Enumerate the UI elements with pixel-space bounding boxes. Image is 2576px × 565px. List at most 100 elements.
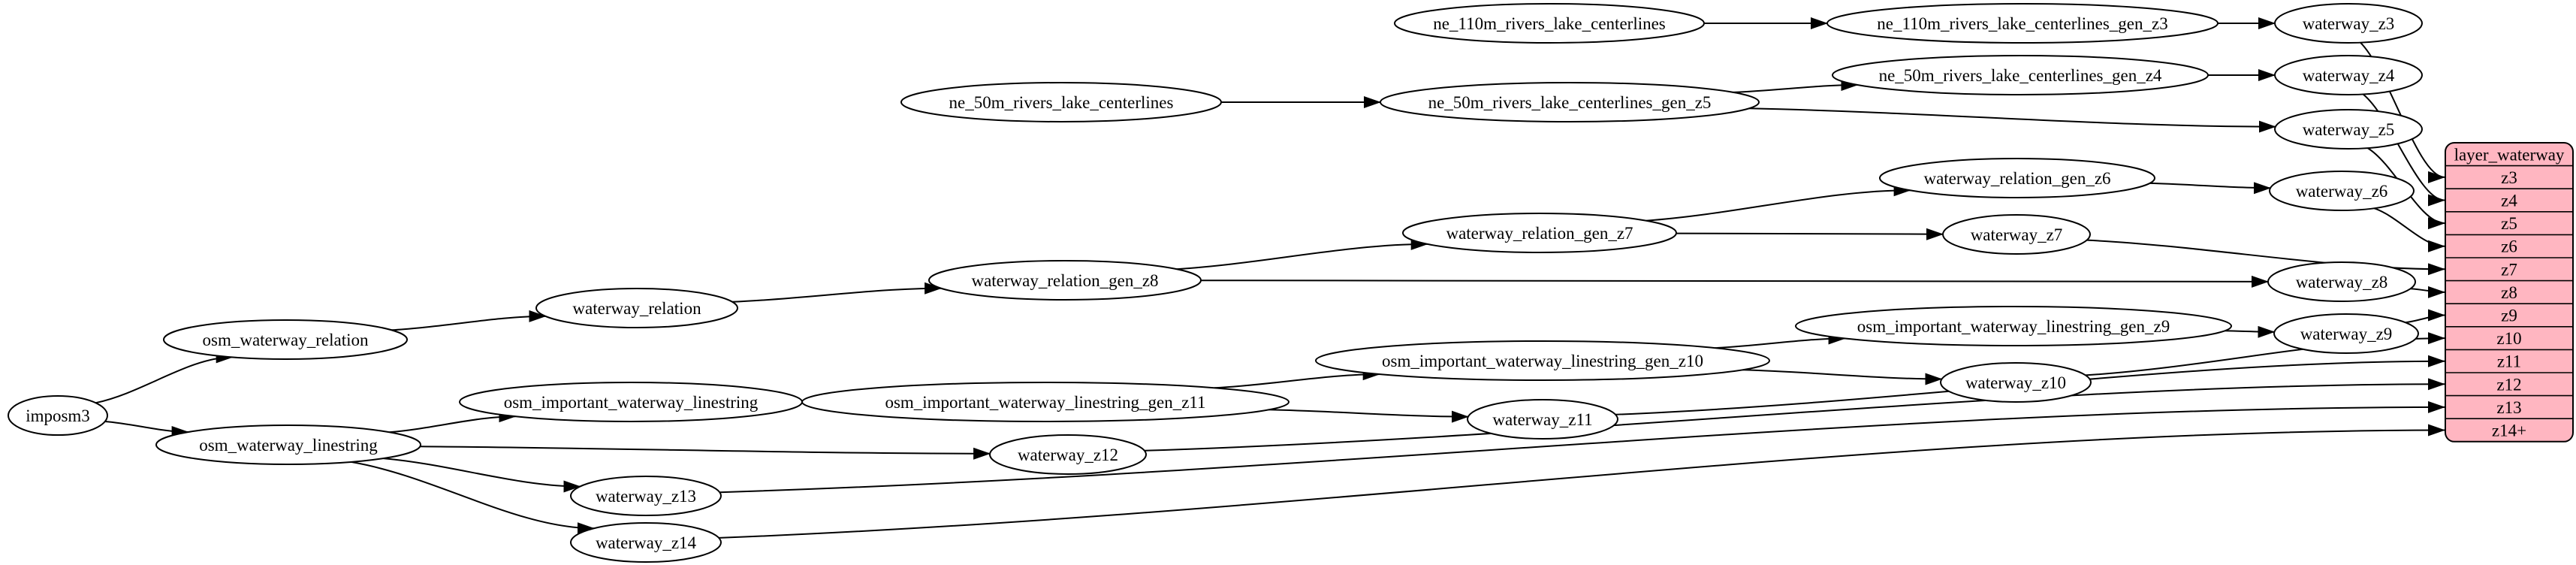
node-ellipse-waterway_relation_gen_z7 [1402, 213, 1677, 253]
edge-waterway_relation_gen_z8-waterway_z8 [1200, 275, 2269, 288]
node-waterway_z11: waterway_z11 [1467, 399, 1618, 440]
node-ellipse-ne_50m_rivers_lake_centerlines [900, 82, 1222, 122]
edge-osm_waterway_linestring-osm_important_waterway_linestring [389, 410, 517, 434]
node-ellipse-osm_important_waterway_linestring_gen_z9 [1795, 306, 2232, 346]
node-ellipse-waterway_z13 [570, 476, 722, 516]
node-ellipse-waterway_z12 [989, 434, 1147, 475]
node-waterway_z8: waterway_z8 [2267, 261, 2416, 302]
node-ellipse-waterway_z14 [570, 522, 722, 563]
node-ellipse-ne_110m_rivers_lake_centerlines [1394, 3, 1705, 44]
node-label-ne_50m_rivers_lake_centerlines_gen_z4: ne_50m_rivers_lake_centerlines_gen_z4 [1879, 66, 2162, 85]
node-label-ne_50m_rivers_lake_centerlines_gen_z5: ne_50m_rivers_lake_centerlines_gen_z5 [1428, 93, 1712, 112]
edge-waterway_z8-row-z8 [2410, 286, 2445, 298]
node-ellipse-osm_important_waterway_linestring_gen_z11 [801, 382, 1290, 422]
edge-osm_important_waterway_linestring_gen_z10-osm_important_waterway_linestring_gen_z9 [1715, 332, 1846, 349]
edge-osm_important_waterway_linestring_gen_z9-waterway_z9 [2225, 325, 2276, 338]
node-ellipse-waterway_relation_gen_z6 [1879, 158, 2155, 198]
node-imposm3: imposm3 [8, 395, 108, 436]
node-ellipse-ne_110m_rivers_lake_centerlines_gen_z3 [1826, 3, 2219, 44]
node-ne_50m_rivers_lake_centerlines_gen_z5: ne_50m_rivers_lake_centerlines_gen_z5 [1380, 82, 1760, 122]
table-row-z6: z6 [2501, 237, 2517, 256]
node-ellipse-osm_important_waterway_linestring_gen_z10 [1315, 340, 1770, 381]
edge-osm_important_waterway_linestring_gen_z11-osm_important_waterway_linestring_gen_z10 [1214, 368, 1380, 389]
node-ellipse-osm_waterway_relation [163, 319, 408, 360]
node-ellipse-imposm3 [8, 395, 108, 436]
table-row-z9: z9 [2501, 307, 2517, 325]
node-osm_important_waterway_linestring_gen_z10: osm_important_waterway_linestring_gen_z1… [1315, 340, 1770, 381]
node-waterway_z4: waterway_z4 [2274, 55, 2423, 95]
node-label-waterway_z9: waterway_z9 [2300, 325, 2393, 343]
node-waterway_z6: waterway_z6 [2269, 171, 2415, 211]
table-row-z10: z10 [2496, 329, 2521, 348]
node-ellipse-waterway_relation [535, 288, 738, 328]
node-label-imposm3: imposm3 [26, 406, 90, 425]
node-ellipse-waterway_z5 [2274, 109, 2423, 150]
node-label-waterway_relation_gen_z8: waterway_relation_gen_z8 [971, 271, 1158, 290]
node-label-waterway_z3: waterway_z3 [2303, 14, 2395, 33]
table-header: layer_waterway [2454, 145, 2565, 164]
node-ellipse-waterway_relation_gen_z8 [928, 260, 1202, 301]
node-label-waterway_z4: waterway_z4 [2303, 66, 2395, 85]
table-row-z3: z3 [2501, 168, 2517, 187]
node-label-osm_waterway_linestring: osm_waterway_linestring [199, 436, 378, 455]
edge-waterway_z6-row-z6 [2373, 207, 2445, 252]
edge-waterway_relation_gen_z6-waterway_z6 [2149, 182, 2271, 195]
node-waterway_z13: waterway_z13 [570, 476, 722, 516]
node-waterway_z14: waterway_z14 [570, 522, 722, 563]
node-osm_important_waterway_linestring: osm_important_waterway_linestring [459, 382, 803, 422]
node-label-ne_110m_rivers_lake_centerlines_gen_z3: ne_110m_rivers_lake_centerlines_gen_z3 [1877, 14, 2167, 33]
edge-imposm3-osm_waterway_linestring [104, 421, 189, 438]
edge-waterway_relation_gen_z7-waterway_relation_gen_z6 [1645, 184, 1911, 222]
node-waterway_relation: waterway_relation [535, 288, 738, 328]
node-ellipse-waterway_z11 [1467, 399, 1618, 440]
node-waterway_relation_gen_z6: waterway_relation_gen_z6 [1879, 158, 2155, 198]
node-waterway_z3: waterway_z3 [2274, 3, 2423, 44]
node-ellipse-waterway_z3 [2274, 3, 2423, 44]
node-ne_110m_rivers_lake_centerlines: ne_110m_rivers_lake_centerlines [1394, 3, 1705, 44]
node-ne_50m_rivers_lake_centerlines_gen_z4: ne_50m_rivers_lake_centerlines_gen_z4 [1832, 55, 2209, 95]
node-ellipse-waterway_z10 [1940, 362, 2092, 403]
node-ne_110m_rivers_lake_centerlines_gen_z3: ne_110m_rivers_lake_centerlines_gen_z3 [1826, 3, 2219, 44]
node-waterway_z9: waterway_z9 [2273, 313, 2419, 354]
node-label-osm_important_waterway_linestring_gen_z9: osm_important_waterway_linestring_gen_z9 [1857, 317, 2170, 336]
node-label-waterway_z10: waterway_z10 [1965, 373, 2066, 392]
node-ellipse-waterway_z6 [2269, 171, 2415, 211]
node-label-osm_important_waterway_linestring: osm_important_waterway_linestring [504, 393, 759, 412]
table-row-z5: z5 [2501, 214, 2517, 233]
node-waterway_z7: waterway_z7 [1942, 214, 2091, 255]
edge-waterway_z4-row-z4 [2362, 93, 2445, 207]
table-row-z14+: z14+ [2492, 421, 2526, 440]
node-ellipse-waterway_z8 [2267, 261, 2416, 302]
node-label-waterway_relation: waterway_relation [572, 299, 701, 318]
table-row-z8: z8 [2501, 283, 2517, 302]
edges-layer [95, 17, 2445, 539]
node-ellipse-waterway_z7 [1942, 214, 2091, 255]
edge-waterway_z12-row-z12 [1144, 378, 2445, 452]
node-osm_waterway_linestring: osm_waterway_linestring [155, 425, 421, 465]
table-row-z12: z12 [2496, 375, 2521, 394]
edge-osm_waterway_linestring-waterway_z14 [351, 461, 595, 535]
table-row-z7: z7 [2501, 260, 2517, 279]
node-label-osm_important_waterway_linestring_gen_z11: osm_important_waterway_linestring_gen_z1… [885, 393, 1205, 412]
node-label-waterway_relation_gen_z7: waterway_relation_gen_z7 [1446, 224, 1633, 243]
node-ellipse-waterway_z9 [2273, 313, 2419, 354]
node-osm_important_waterway_linestring_gen_z9: osm_important_waterway_linestring_gen_z9 [1795, 306, 2232, 346]
nodes-layer: imposm3 osm_waterway_relation osm_waterway… [8, 3, 2423, 563]
node-label-waterway_z12: waterway_z12 [1018, 446, 1118, 464]
node-ellipse-ne_50m_rivers_lake_centerlines_gen_z4 [1832, 55, 2209, 95]
node-osm_waterway_relation: osm_waterway_relation [163, 319, 408, 360]
edge-waterway_relation-waterway_relation_gen_z8 [732, 282, 943, 303]
edge-waterway_relation_gen_z8-waterway_relation_gen_z7 [1176, 237, 1428, 270]
node-label-ne_50m_rivers_lake_centerlines: ne_50m_rivers_lake_centerlines [949, 93, 1174, 112]
node-ne_50m_rivers_lake_centerlines: ne_50m_rivers_lake_centerlines [900, 82, 1222, 122]
edge-imposm3-osm_waterway_relation [95, 351, 234, 404]
node-osm_important_waterway_linestring_gen_z11: osm_important_waterway_linestring_gen_z1… [801, 382, 1290, 422]
node-label-osm_waterway_relation: osm_waterway_relation [203, 331, 369, 349]
edge-osm_waterway_linestring-waterway_z12 [420, 446, 991, 460]
edge-osm_important_waterway_linestring_gen_z10-waterway_z10 [1742, 369, 1943, 385]
node-waterway_relation_gen_z7: waterway_relation_gen_z7 [1402, 213, 1677, 253]
node-label-waterway_z6: waterway_z6 [2296, 182, 2388, 201]
node-label-ne_110m_rivers_lake_centerlines: ne_110m_rivers_lake_centerlines [1433, 14, 1666, 33]
node-waterway_z12: waterway_z12 [989, 434, 1147, 475]
